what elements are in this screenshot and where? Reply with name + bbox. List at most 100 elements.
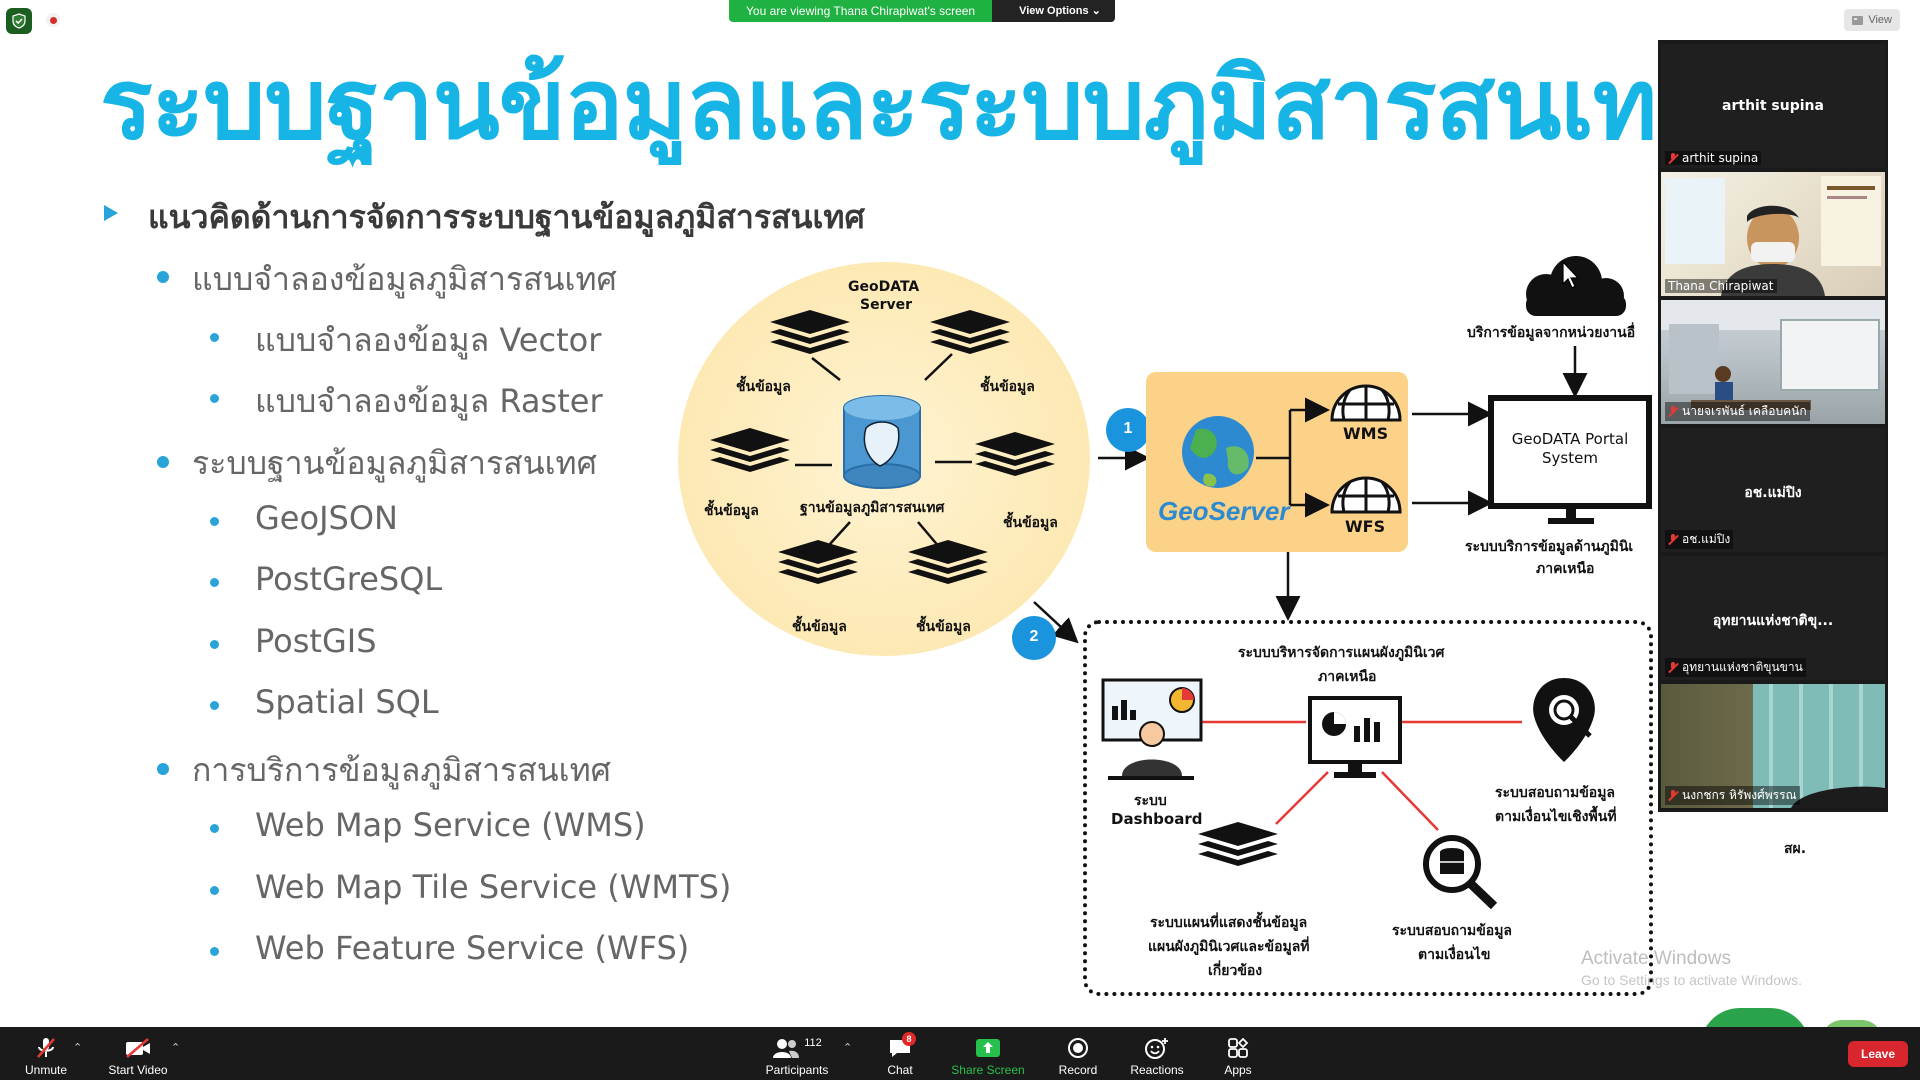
participants-label: Participants bbox=[765, 1063, 829, 1077]
bullet-dot bbox=[210, 394, 219, 403]
apps-button[interactable]: Apps bbox=[1220, 1031, 1256, 1077]
bullet-data-model: แบบจำลองข้อมูลภูมิสารสนเทศ bbox=[192, 260, 617, 298]
share-screen-icon bbox=[974, 1036, 1002, 1060]
record-button[interactable]: Record bbox=[1056, 1031, 1100, 1077]
share-screen-button[interactable]: Share Screen bbox=[950, 1031, 1026, 1077]
bullet-dot bbox=[210, 886, 219, 895]
behind-panel-label: สผ. bbox=[1784, 841, 1807, 857]
participant-tag: Thana Chirapiwat bbox=[1665, 279, 1777, 293]
start-video-button[interactable]: Start Video bbox=[104, 1031, 172, 1077]
security-shield-icon[interactable] bbox=[6, 8, 32, 34]
bullet-dot bbox=[210, 578, 219, 587]
external-service-label: บริการข้อมูลจากหน่วยงานอื่ bbox=[1467, 325, 1636, 341]
speaker-video-icon bbox=[1665, 176, 1881, 296]
layer-stack-icon bbox=[710, 428, 790, 472]
bullet-dot bbox=[157, 763, 169, 775]
participant-name: อุทยานแห่งชาติขุ... bbox=[1712, 613, 1834, 629]
geoserver-label: GeoServer bbox=[1158, 496, 1290, 526]
query-line1: ระบบสอบถามข้อมูล bbox=[1392, 923, 1513, 939]
chat-icon: 8 bbox=[886, 1032, 916, 1060]
curtain-video-icon bbox=[1753, 684, 1885, 808]
bullet-dot bbox=[210, 701, 219, 710]
triangle-bullet-icon bbox=[104, 205, 118, 221]
layer-label: ชั้นข้อมูล bbox=[736, 379, 791, 395]
participant-tile-video[interactable]: Thana Chirapiwat bbox=[1661, 172, 1885, 296]
participant-tag: อช.แม่ปิง bbox=[1665, 530, 1734, 549]
database-search-icon bbox=[1423, 835, 1498, 910]
bullet-geo-service: การบริการข้อมูลภูมิสารสนเทศ bbox=[192, 751, 611, 789]
view-button[interactable]: View bbox=[1844, 9, 1900, 31]
database-label: ฐานข้อมูลภูมิสารสนเทศ bbox=[800, 500, 945, 516]
meeting-toolbar bbox=[0, 1027, 1920, 1080]
view-options-button[interactable]: View Options ⌄ bbox=[992, 0, 1115, 22]
participant-name: อช.แม่ปิง bbox=[1744, 485, 1802, 501]
participant-tag: อุทยานแห่งชาติขุนขาน bbox=[1665, 658, 1806, 677]
bullet-dot bbox=[210, 333, 219, 342]
dashboard-icon bbox=[1101, 678, 1203, 780]
slide-title: ระบบฐานข้อมูลและระบบภูมิสารสนเทศ bbox=[100, 48, 1660, 162]
wms-globe-icon bbox=[1330, 384, 1402, 422]
unmute-button[interactable]: Unmute bbox=[18, 1031, 74, 1077]
unmute-label: Unmute bbox=[24, 1063, 68, 1077]
recording-indicator-icon bbox=[46, 13, 60, 27]
participant-tile-video[interactable]: นายจเรพันธ์ เคลือบคนัก bbox=[1661, 300, 1885, 424]
mic-muted-icon bbox=[1668, 662, 1678, 673]
bullet-wmts: Web Map Tile Service (WMTS) bbox=[255, 868, 732, 906]
bullet-wms: Web Map Service (WMS) bbox=[255, 806, 646, 844]
share-screen-label: Share Screen bbox=[951, 1063, 1025, 1077]
participants-options-caret-icon[interactable]: ⌃ bbox=[843, 1041, 853, 1054]
chat-button[interactable]: 8 Chat bbox=[880, 1031, 920, 1077]
participant-tile[interactable]: อช.แม่ปิง อช.แม่ปิง bbox=[1661, 428, 1885, 552]
participants-button[interactable]: 112 Participants bbox=[760, 1031, 834, 1077]
step-2-number: 2 bbox=[1029, 628, 1039, 645]
mic-muted-icon bbox=[1668, 534, 1678, 545]
activate-windows-subtitle: Go to Settings to activate Windows. bbox=[1581, 972, 1802, 988]
mic-muted-icon bbox=[32, 1036, 60, 1060]
bullet-dot bbox=[210, 947, 219, 956]
portal-label-line2: System bbox=[1542, 449, 1598, 467]
leave-button[interactable]: Leave bbox=[1848, 1041, 1908, 1067]
chat-label: Chat bbox=[887, 1063, 913, 1077]
dashboard-label-line2: Dashboard bbox=[1111, 810, 1203, 828]
participant-tag: นงกชกร หิรัพงศ์พรรณ bbox=[1665, 786, 1800, 805]
map-system-line1: ระบบแผนที่แสดงชั้นข้อมูล bbox=[1150, 915, 1308, 931]
portal-label-line1: GeoDATA Portal bbox=[1511, 430, 1629, 448]
participant-tile[interactable]: อุทยานแห่งชาติขุ... อุทยานแห่งชาติขุนขาน bbox=[1661, 556, 1885, 680]
spatial-query-line2: ตามเงื่อนไขเชิงพื้นที่ bbox=[1495, 809, 1617, 825]
layer-label: ชั้นข้อมูล bbox=[704, 503, 759, 519]
reactions-button[interactable]: Reactions bbox=[1128, 1031, 1186, 1077]
layer-stack-icon bbox=[778, 540, 858, 584]
activate-windows-title: Activate Windows bbox=[1581, 948, 1731, 969]
participant-tile[interactable]: arthit supina arthit supina bbox=[1661, 44, 1885, 168]
record-icon bbox=[1064, 1036, 1092, 1060]
wfs-globe-icon bbox=[1330, 476, 1402, 514]
participant-tile-video[interactable]: นงกชกร หิรัพงศ์พรรณ bbox=[1661, 684, 1885, 808]
layer-stack-icon bbox=[975, 432, 1055, 476]
audio-options-caret-icon[interactable]: ⌃ bbox=[73, 1041, 83, 1054]
bullet-dot bbox=[157, 271, 169, 283]
grid-icon bbox=[1852, 15, 1864, 25]
bullet-dot bbox=[210, 640, 219, 649]
bullet-geojson: GeoJSON bbox=[255, 499, 398, 537]
dashboard-label-line1: ระบบ bbox=[1134, 793, 1167, 809]
server-title-line2: Server bbox=[860, 297, 913, 313]
apps-label: Apps bbox=[1224, 1063, 1252, 1077]
map-system-line2: แผนผังภูมินิเวศและข้อมูลที่ bbox=[1148, 939, 1310, 955]
postgresql-database-icon bbox=[843, 395, 921, 489]
mic-muted-icon bbox=[1668, 790, 1678, 801]
viewing-notice: You are viewing Thana Chirapiwat's scree… bbox=[729, 0, 993, 22]
analytics-monitor-icon bbox=[1308, 696, 1402, 778]
chat-badge: 8 bbox=[902, 1032, 916, 1046]
participant-tag: นายจเรพันธ์ เคลือบคนัก bbox=[1665, 402, 1810, 421]
record-label: Record bbox=[1058, 1063, 1098, 1077]
bullet-postgresql: PostGreSQL bbox=[255, 560, 443, 598]
cloud-icon bbox=[1526, 256, 1626, 316]
bullet-postgis: PostGIS bbox=[255, 622, 377, 660]
mic-muted-icon bbox=[1668, 406, 1678, 417]
start-video-label: Start Video bbox=[108, 1063, 168, 1077]
globe-icon bbox=[1182, 416, 1254, 488]
video-options-caret-icon[interactable]: ⌃ bbox=[171, 1041, 181, 1054]
monitor-icon bbox=[1488, 395, 1652, 524]
bullet-wfs: Web Feature Service (WFS) bbox=[255, 929, 690, 967]
wms-label: WMS bbox=[1343, 424, 1389, 443]
